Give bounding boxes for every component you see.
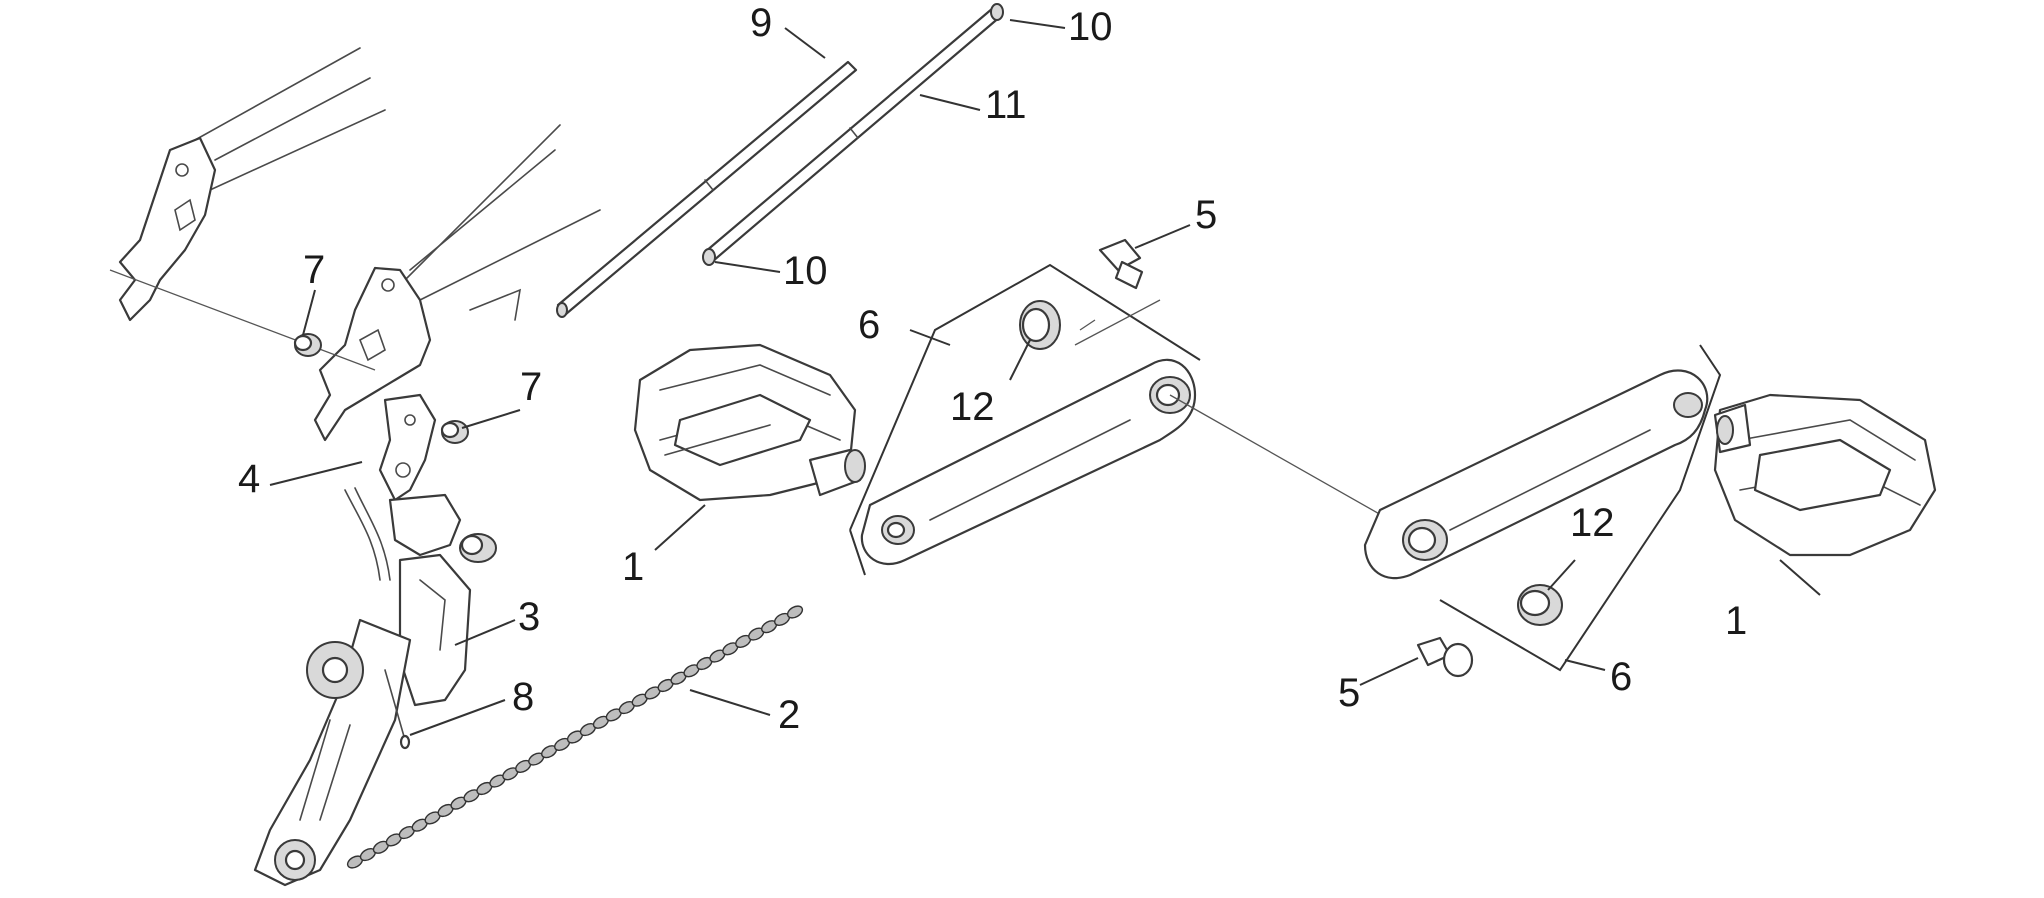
callout-11: 11: [985, 83, 1027, 127]
callout-9: 9: [750, 1, 772, 45]
callout-10-bottom: 10: [783, 249, 828, 293]
chain: [346, 605, 804, 869]
callout-1-right: 1: [1725, 599, 1747, 643]
crank-arm-right: [1363, 344, 1722, 672]
callout-6-right: 6: [1610, 655, 1632, 699]
callout-12-top: 12: [950, 385, 995, 429]
callout-3: 3: [518, 595, 540, 639]
leader-lines: [269, 19, 1821, 736]
rod-long: [702, 3, 1004, 266]
callout-10-top: 10: [1068, 5, 1113, 49]
cable-end: [384, 669, 411, 750]
callout-1-left: 1: [622, 545, 644, 589]
dust-cap-lower: [1517, 584, 1563, 626]
axle-nut-upper: [293, 333, 322, 357]
rod-short: [556, 60, 858, 318]
pedal-left: [633, 343, 866, 502]
callout-5-bottom: 5: [1338, 671, 1360, 715]
callout-2: 2: [778, 693, 800, 737]
callout-labels: 9 10 11 10 5 6 12 7 7 4 3 8 2 1 12 1 5 6: [238, 1, 1747, 737]
callout-6-left: 6: [858, 303, 880, 347]
rear-derailleur: [253, 487, 497, 887]
dust-cap-upper: [1019, 300, 1061, 350]
crank-bolt-lower: [1416, 636, 1474, 678]
crank-bolt-upper: [1098, 238, 1144, 290]
callout-12-bottom: 12: [1570, 501, 1615, 545]
callout-7-top: 7: [303, 248, 325, 292]
bottom-bracket-axis: [1079, 319, 1391, 521]
callout-4: 4: [238, 457, 260, 501]
derailleur-hanger: [378, 393, 437, 502]
axle-nut-lower: [440, 420, 469, 444]
callout-5-top: 5: [1195, 193, 1217, 237]
callout-8: 8: [512, 675, 534, 719]
chain-link: [786, 605, 804, 619]
pedal-right: [1713, 393, 1937, 557]
frame-rear-stays: [109, 47, 601, 442]
callout-7-bottom: 7: [520, 365, 542, 409]
